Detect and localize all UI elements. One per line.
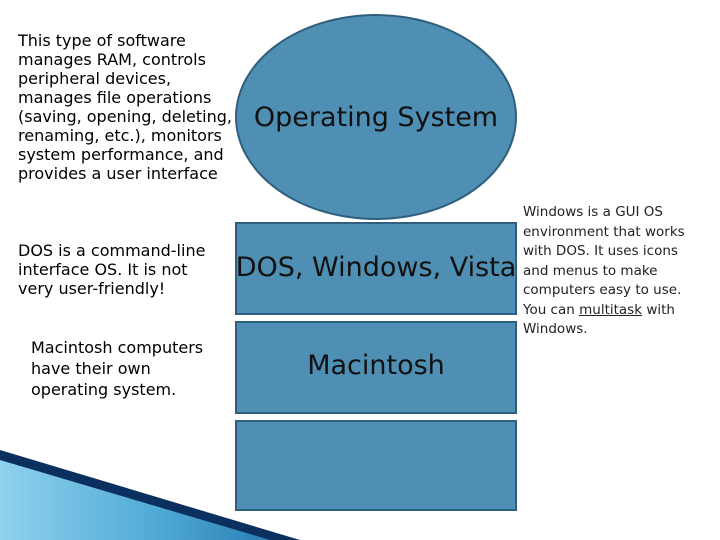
dos-description-line: DOS is a command-line — [18, 241, 206, 260]
windows-note-line: with DOS. It uses icons — [523, 243, 678, 259]
mac-description-line: Macintosh computers — [31, 338, 204, 357]
os-description-line: manages file operations — [18, 88, 212, 107]
dos-description-line: very user-friendly! — [18, 279, 166, 298]
windows-note-line: You can multitask with — [523, 301, 685, 321]
windows-note-line: Windows. — [523, 321, 588, 337]
corner-swoosh — [0, 450, 300, 540]
os-description-line: manages RAM, controls — [18, 50, 206, 69]
windows-note-text: You can — [523, 301, 580, 318]
mac-description-line: operating system. — [31, 380, 177, 399]
empty-box — [235, 420, 517, 511]
os-description-line: This type of software — [18, 31, 186, 50]
os-description-line: peripheral devices, — [18, 69, 172, 88]
operating-system-ellipse — [235, 14, 517, 220]
dos-description-line: interface OS. It is not — [18, 260, 188, 279]
operating-system-label: Operating System — [253, 102, 499, 133]
os-description: This type of software manages RAM, contr… — [18, 31, 232, 183]
windows-note-line: Windows is a GUI OS — [523, 204, 664, 220]
windows-note-text: with — [642, 301, 675, 318]
macintosh-label: Macintosh — [307, 350, 445, 381]
windows-note: Windows is a GUI OS environment that wor… — [523, 203, 685, 340]
windows-note-line: and menus to make — [523, 262, 658, 279]
multitask-word: multitask — [579, 301, 643, 318]
windows-note-line: computers easy to use. — [523, 282, 682, 298]
macintosh-box — [235, 321, 517, 414]
dos-windows-vista-box — [235, 222, 517, 315]
os-description-line: (saving, opening, deleting, — [18, 107, 232, 126]
dos-description: DOS is a command-line interface OS. It i… — [18, 241, 205, 298]
os-description-line: renaming, etc.), monitors — [18, 126, 222, 145]
os-description-line: provides a user interface — [18, 164, 218, 183]
mac-description: Macintosh computers have their own opera… — [31, 337, 203, 400]
dos-windows-vista-label: DOS, Windows, Vista — [235, 252, 517, 283]
mac-description-line: have their own — [31, 359, 151, 378]
windows-note-line: environment that works — [523, 223, 685, 240]
os-description-line: system performance, and — [18, 145, 224, 164]
corner-light-band — [0, 460, 270, 540]
